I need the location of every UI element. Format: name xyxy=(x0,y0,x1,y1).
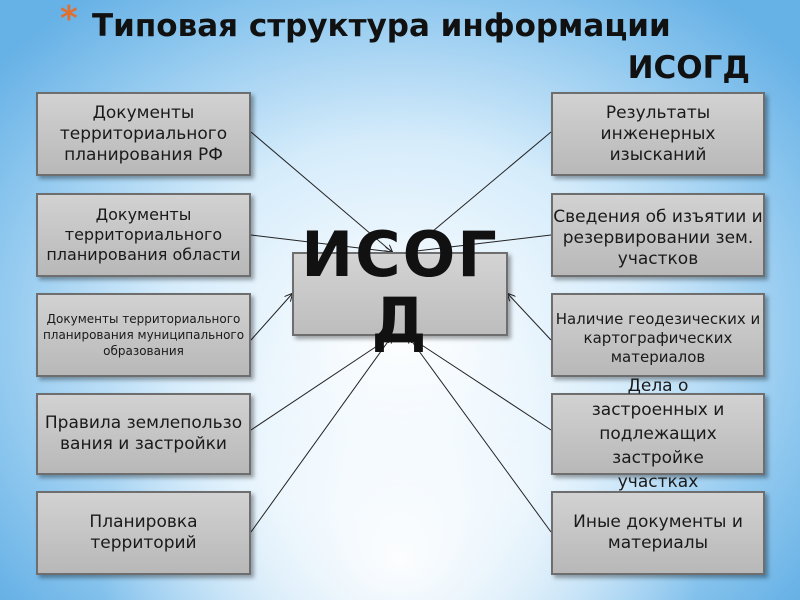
connector-left-3 xyxy=(250,294,292,341)
title-line-1: Типовая структура информации xyxy=(92,8,671,44)
connector-left-1 xyxy=(250,131,392,252)
connector-left-4 xyxy=(250,336,392,431)
connector-left-5 xyxy=(250,336,392,533)
box-label: Сведения об изъятии и резервировании зем… xyxy=(553,206,763,269)
box-label: Планировка территорий xyxy=(89,512,198,553)
box-geodetic-materials: Наличие геодезических и картографических… xyxy=(551,293,765,377)
center-box-isogd xyxy=(292,252,508,336)
box-label: Правила землепользования и застройки xyxy=(44,413,243,454)
box-territory-planning: Планировка территорий xyxy=(36,491,251,575)
connector-right-5 xyxy=(408,336,552,533)
box-label: Документы территориального планирования … xyxy=(59,102,228,165)
box-label: Дела о застроенных и подлежащих застройк… xyxy=(591,376,725,492)
center-label-isogd: ИСОГ Д xyxy=(301,218,499,357)
title-line-2: ИСОГД xyxy=(627,50,750,86)
box-other-documents: Иные документы и материалы xyxy=(551,491,765,575)
box-built-up-plots: Дела о застроенных и подлежащих застройк… xyxy=(551,376,765,492)
box-label: Иные документы и материалы xyxy=(573,512,743,553)
connector-right-3 xyxy=(508,294,552,341)
box-label: Документы территориального планирования … xyxy=(42,312,245,358)
connector-right-2 xyxy=(408,234,552,252)
connector-right-4 xyxy=(408,336,552,431)
title-bullet: * xyxy=(60,0,78,39)
box-land-withdrawal: Сведения об изъятии и резервировании зем… xyxy=(551,193,765,277)
connector-left-2 xyxy=(250,234,392,252)
box-label: Результаты инженерных изысканий xyxy=(600,102,716,165)
box-territorial-planning-municipal: Документы территориального планирования … xyxy=(36,293,251,377)
box-label: Наличие геодезических и картографических… xyxy=(555,309,761,366)
box-land-use-rules: Правила землепользования и застройки xyxy=(36,393,251,475)
connector-right-1 xyxy=(408,131,552,252)
box-engineering-surveys: Результаты инженерных изысканий xyxy=(551,92,765,176)
box-territorial-planning-rf: Документы территориального планирования … xyxy=(36,92,251,176)
box-label: Документы территориального планирования … xyxy=(46,205,241,264)
box-territorial-planning-region: Документы территориального планирования … xyxy=(36,193,251,277)
slide-title: * Типовая структура информации ИСОГД xyxy=(60,0,780,92)
